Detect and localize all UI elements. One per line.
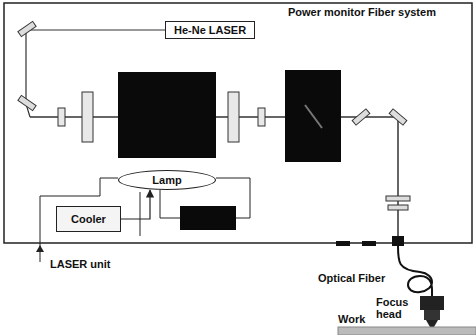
lamp-ellipse: Lamp	[118, 170, 216, 190]
part-label: Power monitor Fiber system	[288, 6, 436, 18]
coolant-connector	[121, 190, 150, 219]
wire	[160, 190, 180, 218]
work-piece	[338, 327, 476, 335]
arrow-head	[36, 245, 44, 252]
part-label: Focus head	[376, 296, 416, 320]
node-text: He-Ne LASER	[174, 24, 246, 37]
lens	[388, 205, 408, 210]
mirror	[389, 109, 407, 125]
port	[362, 241, 376, 246]
unit-label: LASER unit	[50, 258, 111, 270]
lens	[386, 196, 410, 201]
fiber-coupler	[392, 236, 404, 246]
laser-box: He-Ne LASER	[165, 21, 255, 39]
focus-head	[424, 310, 440, 320]
shutter	[58, 108, 65, 126]
power-supply	[180, 206, 236, 230]
port	[336, 241, 350, 246]
nozzle	[426, 320, 438, 327]
shutter	[258, 108, 265, 126]
optical-fiber	[398, 246, 432, 296]
mirror	[18, 21, 36, 36]
power-monitor	[285, 70, 341, 162]
part-label: Optical Fiber	[318, 272, 385, 284]
laser-beam	[397, 117, 399, 243]
mirror	[18, 95, 36, 110]
laser-housing	[4, 3, 472, 243]
mirror	[352, 109, 370, 125]
part-label: Work	[338, 313, 365, 325]
coolant-line	[140, 192, 141, 236]
beam-splitter	[305, 105, 322, 128]
pump-chamber	[118, 72, 216, 158]
cooler-box: Cooler	[56, 206, 121, 232]
node-text: Lamp	[152, 174, 181, 187]
rear-mirror	[82, 92, 93, 142]
focus-head	[420, 296, 444, 310]
output-mirror	[228, 92, 239, 142]
node-text: Cooler	[71, 213, 106, 226]
